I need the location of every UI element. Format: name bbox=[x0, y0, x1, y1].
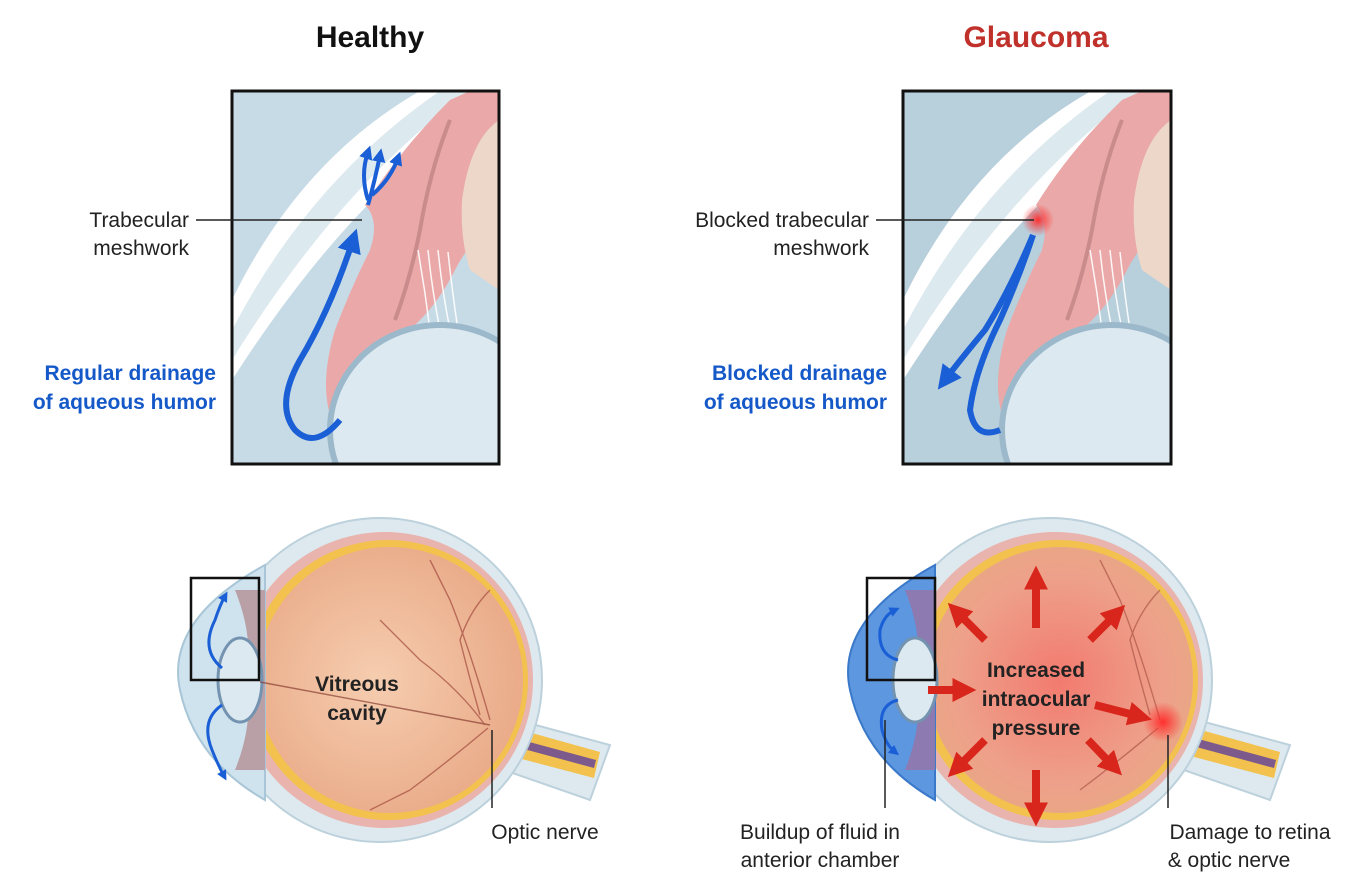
glaucoma-zoom-inset bbox=[903, 91, 1171, 464]
buildup-label-line2: anterior chamber bbox=[741, 849, 900, 872]
regular-drainage-line2: of aqueous humor bbox=[33, 391, 216, 414]
glaucoma-eye-zoom-box bbox=[865, 576, 937, 682]
blocked-drainage-line1: Blocked drainage bbox=[712, 362, 887, 385]
healthy-eye-zoom-box bbox=[189, 576, 261, 682]
trabecular-label-line2: meshwork bbox=[93, 237, 189, 260]
glaucoma-inset-frame bbox=[901, 89, 1173, 466]
healthy-inset-frame bbox=[230, 89, 501, 466]
healthy-zoom-inset bbox=[232, 91, 499, 464]
blocked-trabecular-line1: Blocked trabecular bbox=[695, 209, 869, 232]
pressure-label-line2: intraocular bbox=[982, 688, 1091, 711]
optic-nerve-label: Optic nerve bbox=[491, 821, 598, 844]
glaucoma-eye bbox=[847, 517, 1292, 843]
blocked-drainage-line2: of aqueous humor bbox=[704, 391, 887, 414]
glaucoma-title: Glaucoma bbox=[963, 21, 1108, 54]
buildup-label-line1: Buildup of fluid in bbox=[740, 821, 900, 844]
healthy-eye bbox=[177, 517, 612, 843]
healthy-title: Healthy bbox=[316, 21, 425, 54]
damage-label-line1: Damage to retina bbox=[1169, 821, 1330, 844]
damage-label-line2: & optic nerve bbox=[1168, 849, 1291, 872]
regular-drainage-line1: Regular drainage bbox=[44, 362, 216, 385]
vitreous-label-line1: Vitreous bbox=[315, 673, 399, 696]
vitreous-label-line2: cavity bbox=[327, 702, 387, 725]
pressure-label-line1: Increased bbox=[987, 659, 1085, 682]
trabecular-label-line1: Trabecular bbox=[89, 209, 189, 232]
blocked-trabecular-line2: meshwork bbox=[773, 237, 869, 260]
pressure-label-line3: pressure bbox=[992, 717, 1081, 740]
